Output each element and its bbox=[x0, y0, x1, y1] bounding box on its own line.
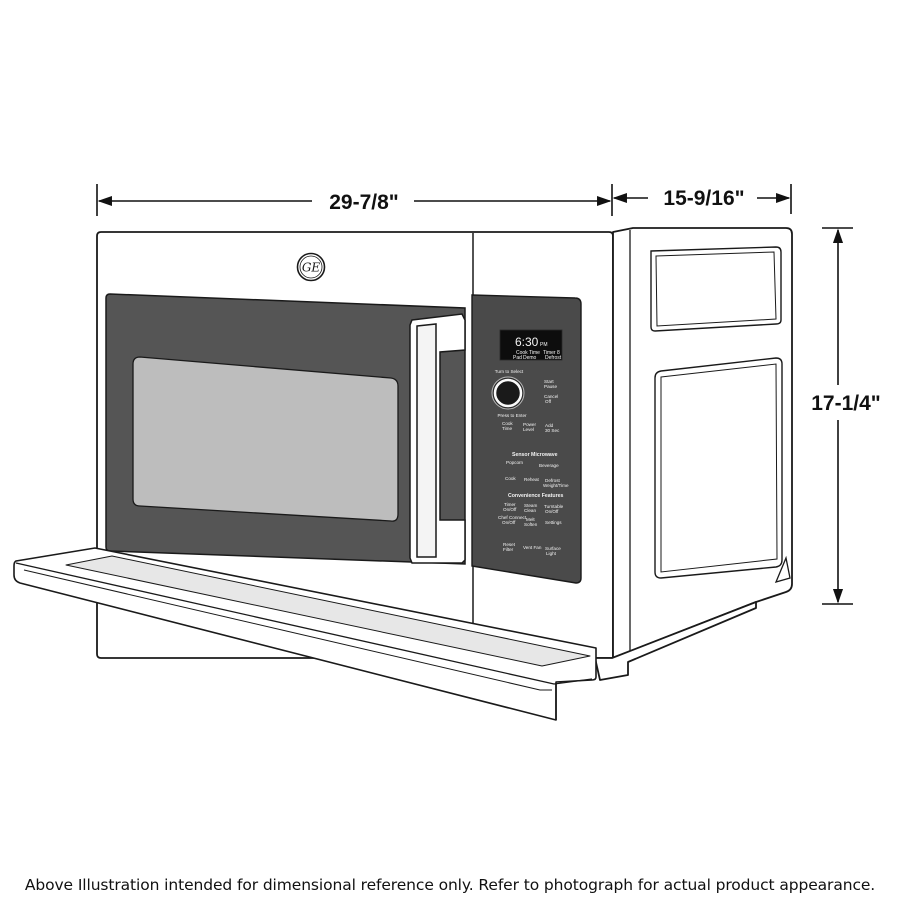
side-panel-top-inner bbox=[655, 251, 777, 327]
svg-text:Turntable: Turntable bbox=[544, 504, 564, 509]
side-panel-bottom-inner bbox=[660, 363, 778, 573]
svg-text:Melt: Melt bbox=[526, 517, 535, 522]
svg-text:Power: Power bbox=[523, 422, 536, 427]
svg-text:Off: Off bbox=[545, 399, 552, 404]
svg-text:Clean: Clean bbox=[524, 508, 536, 513]
svg-text:Cook: Cook bbox=[505, 476, 516, 481]
svg-text:Cancel: Cancel bbox=[544, 394, 558, 399]
display-screen bbox=[499, 329, 563, 361]
side-face bbox=[612, 227, 793, 659]
bottom-vent-tray bbox=[13, 547, 597, 721]
ge-logo: GE bbox=[296, 252, 326, 282]
svg-text:Pause: Pause bbox=[544, 384, 557, 389]
svg-text:Beverage: Beverage bbox=[539, 463, 559, 468]
svg-text:Add: Add bbox=[545, 423, 554, 428]
section-sensor-microwave: Sensor Microwave bbox=[512, 452, 558, 458]
svg-text:On/Off: On/Off bbox=[503, 507, 517, 512]
width-label: 29-7/8" bbox=[329, 191, 399, 214]
svg-text:On/Off: On/Off bbox=[502, 520, 516, 525]
door-window-glass bbox=[132, 356, 399, 522]
svg-text:Timer: Timer bbox=[504, 502, 516, 507]
svg-text:Filter: Filter bbox=[503, 547, 514, 552]
svg-text:Vent Fan: Vent Fan bbox=[523, 545, 542, 550]
door bbox=[105, 293, 466, 565]
disclaimer-text: Above Illustration intended for dimensio… bbox=[24, 876, 876, 894]
dial-label-bottom: Press to Enter bbox=[497, 413, 527, 418]
tray-outer bbox=[13, 547, 597, 721]
display-time-suffix: PM bbox=[540, 342, 548, 348]
dial-label-top: Turn to Select bbox=[495, 369, 524, 374]
side-panel-bottom-outer bbox=[654, 357, 783, 579]
svg-text:Surface: Surface bbox=[545, 546, 561, 551]
height-dimension bbox=[822, 227, 853, 605]
width-dimension bbox=[96, 184, 613, 216]
button-settings[interactable]: Settings bbox=[545, 520, 562, 525]
svg-text:Reheat: Reheat bbox=[524, 477, 540, 482]
tray-recess bbox=[65, 555, 591, 667]
svg-text:Chef Connect: Chef Connect bbox=[498, 515, 527, 520]
svg-text:Weight/Time: Weight/Time bbox=[543, 483, 569, 488]
svg-text:Light: Light bbox=[546, 551, 557, 556]
tray-inner-edge bbox=[23, 569, 552, 691]
display-label-pad: Pad bbox=[513, 355, 522, 361]
button-popcorn[interactable]: Popcorn bbox=[506, 460, 524, 465]
display-label-demo: Demo bbox=[523, 355, 537, 361]
button-reheat[interactable]: Reheat bbox=[524, 477, 540, 482]
door-handle[interactable] bbox=[409, 313, 466, 564]
ge-logo-text: GE bbox=[302, 261, 321, 275]
side-panel-top-outer bbox=[650, 246, 782, 332]
side-corner-mark bbox=[774, 555, 791, 583]
svg-text:Soften: Soften bbox=[524, 522, 538, 527]
svg-text:Cook: Cook bbox=[502, 421, 513, 426]
height-label: 17-1/4" bbox=[811, 392, 881, 415]
section-convenience-features: Convenience Features bbox=[508, 493, 563, 499]
svg-text:Reset: Reset bbox=[503, 542, 516, 547]
display-label-cook-time: Cook Time bbox=[516, 350, 540, 356]
svg-text:30 Sec: 30 Sec bbox=[545, 428, 560, 433]
svg-text:Popcorn: Popcorn bbox=[506, 460, 524, 465]
svg-text:Defrost: Defrost bbox=[545, 478, 561, 483]
control-panel: 6:30 PM Cook Time Timer 8 Pad Demo Defro… bbox=[471, 294, 582, 584]
depth-dimension bbox=[612, 184, 792, 214]
side-panels bbox=[650, 246, 791, 583]
tray-top-edge bbox=[15, 562, 593, 685]
svg-text:On/Off: On/Off bbox=[545, 509, 559, 514]
display-time: 6:30 bbox=[515, 335, 539, 349]
selector-dial[interactable] bbox=[493, 378, 523, 408]
control-panel-face bbox=[471, 294, 582, 584]
svg-text:Time: Time bbox=[502, 426, 512, 431]
depth-label: 15-9/16" bbox=[663, 187, 744, 210]
handle-grip bbox=[416, 323, 437, 558]
svg-text:Settings: Settings bbox=[545, 520, 562, 525]
svg-text:Start: Start bbox=[544, 379, 554, 384]
button-beverage[interactable]: Beverage bbox=[539, 463, 559, 468]
svg-text:Level: Level bbox=[523, 427, 534, 432]
display-label-defrost: Defrost bbox=[545, 355, 562, 361]
underside bbox=[594, 601, 757, 681]
svg-text:Steam: Steam bbox=[524, 503, 537, 508]
button-vent-fan[interactable]: Vent Fan bbox=[523, 545, 542, 550]
display-label-timer: Timer 8 bbox=[543, 350, 560, 356]
button-cook[interactable]: Cook bbox=[505, 476, 516, 481]
